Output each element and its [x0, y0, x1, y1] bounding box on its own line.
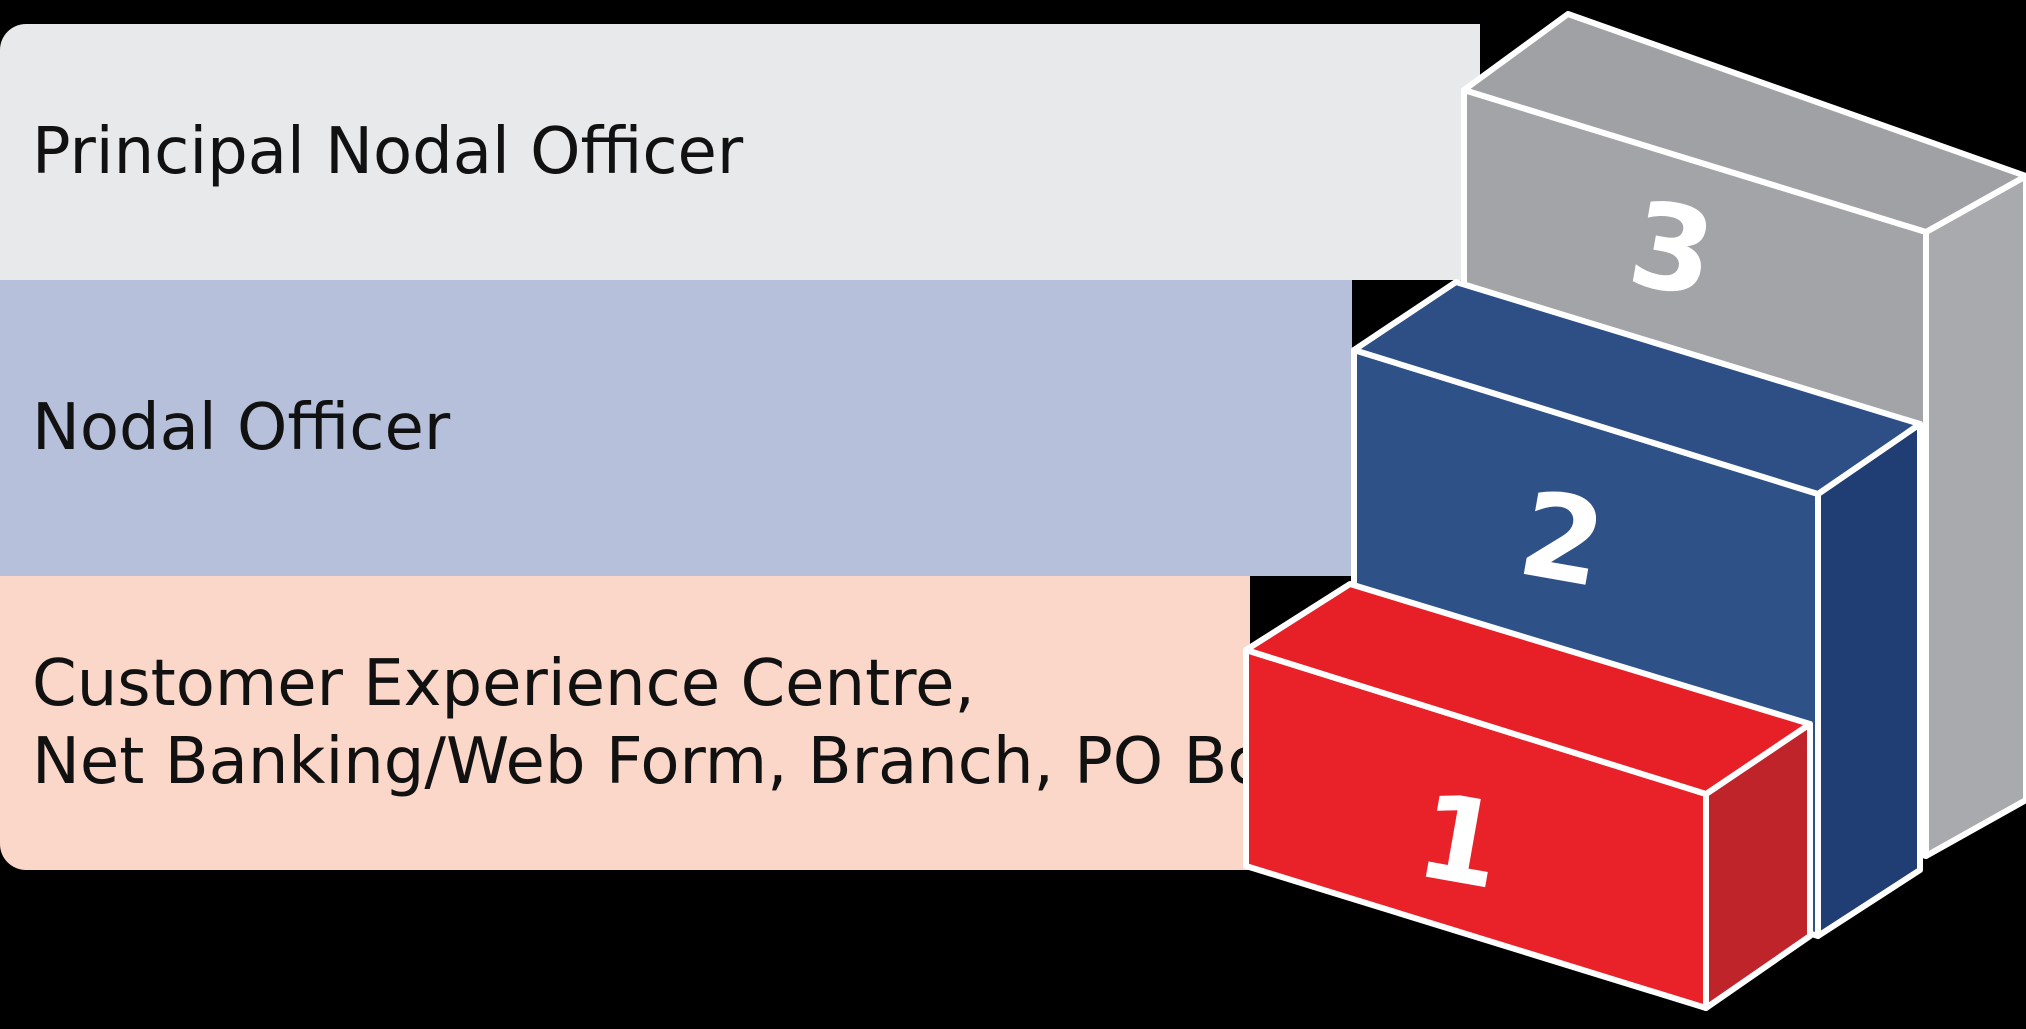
level-3-label: Principal Nodal Officer	[32, 114, 744, 189]
step-2-top	[1351, 279, 1923, 497]
level-2-label: Nodal Officer	[32, 390, 451, 465]
step-2-side	[1815, 421, 1923, 939]
step-3-top	[1461, 11, 2026, 235]
step-1	[1243, 581, 1813, 1011]
level-1-label-line-1: Customer Experience Centre,	[32, 646, 975, 721]
step-1-top	[1243, 581, 1813, 797]
level-1-label-line-2: Net Banking/Web Form, Branch, PO Box	[32, 725, 1303, 799]
step-3-side	[1923, 173, 2026, 859]
level-1-band: Customer Experience Centre, Net Banking/…	[0, 576, 1303, 870]
level-3-band: Principal Nodal Officer	[0, 24, 1480, 280]
level-2-band: Nodal Officer	[0, 280, 1352, 576]
